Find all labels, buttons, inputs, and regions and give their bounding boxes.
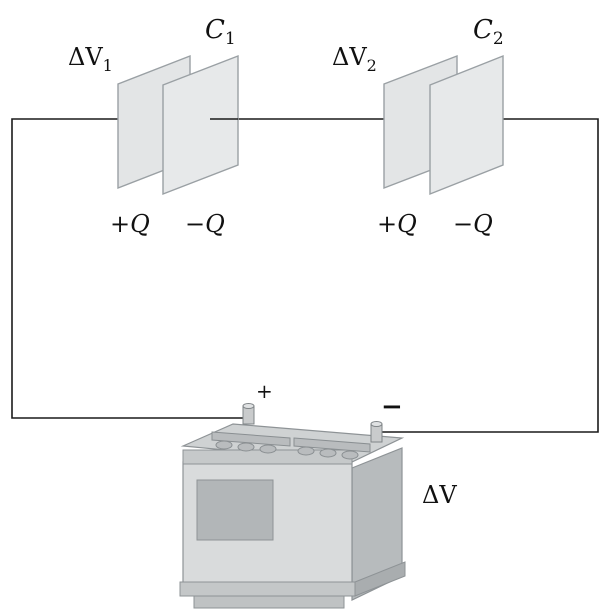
capacitor-c1 [117, 54, 239, 196]
c1-positive-charge-label: +Q [110, 210, 150, 238]
c2-positive-charge-label: +Q [377, 210, 417, 238]
battery-base [179, 581, 356, 597]
battery-negative-terminal [370, 421, 383, 443]
c2-name-label: C2 [473, 15, 504, 49]
battery-minus-sign: − [381, 392, 403, 422]
c1-name-label: C1 [205, 15, 236, 49]
battery-label-panel [196, 479, 274, 541]
battery-cell-caps [211, 431, 371, 460]
c1-voltage-label: ΔV1 [68, 43, 113, 75]
wire-left-loop [11, 118, 248, 419]
c1-negative-plate [162, 54, 239, 196]
c2-negative-charge-label: −Q [453, 210, 493, 238]
wire-right-loop [378, 118, 599, 433]
battery-voltage-label: ΔV [422, 481, 457, 509]
c1-negative-charge-label: −Q [185, 210, 225, 238]
c2-voltage-label: ΔV2 [332, 43, 377, 75]
capacitor-c2 [383, 54, 504, 196]
battery-positive-terminal [242, 403, 255, 425]
battery-plus-sign: + [256, 379, 273, 403]
c2-negative-plate [429, 54, 504, 196]
circuit-wires [11, 118, 599, 433]
battery [179, 403, 406, 609]
